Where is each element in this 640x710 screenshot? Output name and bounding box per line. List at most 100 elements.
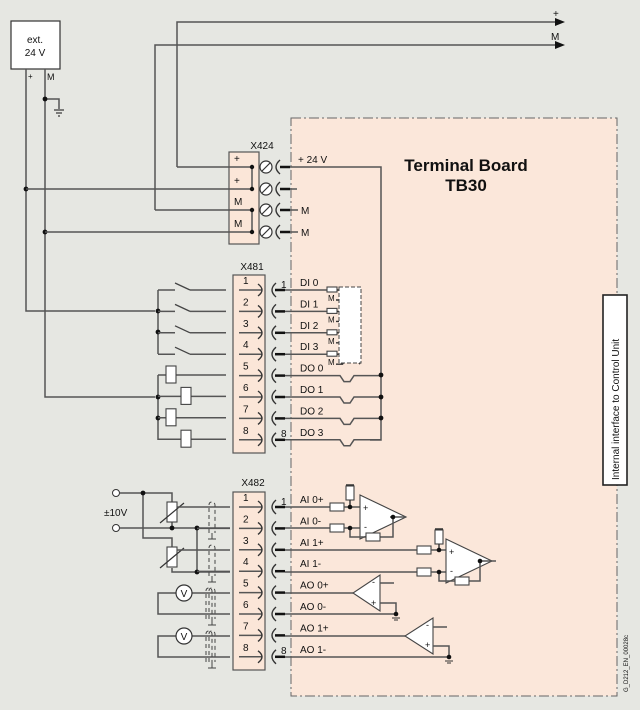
x481-signal-label: DO 0 [300, 364, 324, 375]
x482-last-pin: 8 [281, 646, 287, 657]
do-relay-icon [158, 386, 226, 405]
opto-ref-label: M [328, 358, 335, 367]
x482-pin-label: 2 [243, 514, 249, 525]
x481-pin-label: 7 [243, 404, 249, 415]
board-subtitle: TB30 [445, 176, 487, 195]
ai-voltage-label: ±10V [104, 508, 128, 519]
potentiometer-1 [166, 501, 178, 523]
voltmeter-icon [175, 627, 193, 645]
x481-terminal-4: 4 DI 3 [239, 340, 319, 362]
x481-last-pin: 8 [281, 429, 287, 440]
arrow-minus-icon [555, 41, 565, 49]
di-switch-icon [158, 303, 226, 313]
supply-label-ext: ext. [27, 35, 43, 46]
cable-shield-icon [208, 501, 216, 540]
x481-pin-label: 4 [243, 340, 249, 351]
x424-pin-label: + [234, 154, 240, 165]
x482-pin-label: 4 [243, 557, 249, 568]
x482-label: X482 [241, 478, 265, 489]
x481-signal-label: DO 1 [300, 385, 324, 396]
x424-signal-24v: + 24 V [298, 155, 328, 166]
x481-pin-label: 3 [243, 319, 249, 330]
x482-terminal-2: 2 AI 0- [239, 514, 321, 536]
x482-signal-label: AO 0+ [300, 581, 329, 592]
svg-text:+: + [425, 640, 430, 650]
opto-ref-label: M [328, 315, 335, 324]
x482-first-pin: 1 [281, 497, 287, 508]
di-switch-icon [158, 325, 226, 334]
x481-terminal-2: 2 DI 1 [239, 297, 319, 319]
svg-text:+: + [363, 503, 368, 513]
x482-signal-label: AI 0+ [300, 495, 324, 506]
x481-terminal-3: 3 DI 2 [239, 319, 319, 341]
x482-terminal-8: 8 AO 1- [239, 643, 326, 665]
do-output-wire [285, 439, 381, 447]
x481-signal-label: DI 3 [300, 342, 319, 353]
x481-signal-label: DI 1 [300, 299, 319, 310]
x481-terminal-8: 8 DO 3 [239, 426, 324, 448]
opto-ref-label: M [328, 294, 335, 303]
x482-pin-label: 5 [243, 579, 249, 590]
optocoupler-block [338, 286, 362, 364]
svg-text:-: - [372, 577, 375, 587]
x424-signal-label: M [301, 206, 309, 217]
document-id: G_D212_EN_00028c [624, 635, 630, 692]
x424-terminal-3: MM [220, 197, 309, 218]
x424-pin-label: + [234, 176, 240, 187]
x482-pin-label: 3 [243, 536, 249, 547]
x481-label: X481 [240, 262, 264, 273]
x482-pin-label: 7 [243, 621, 249, 632]
x482-pin-label: 8 [243, 643, 249, 654]
x482-pin-label: 6 [243, 600, 249, 611]
svg-text:V: V [181, 589, 188, 600]
bus-plus-wire [176, 21, 555, 167]
x424-pin-label: M [234, 197, 242, 208]
x481-pin-label: 5 [243, 362, 249, 373]
x482-terminal-4: 4 AI 1- [239, 557, 321, 579]
svg-text:+: + [371, 598, 376, 608]
svg-text:-: - [450, 566, 453, 576]
cable-shield-icon [208, 544, 216, 583]
voltmeter-1: V [157, 627, 230, 658]
x482-connector [232, 491, 266, 671]
svg-text:-: - [364, 522, 367, 532]
x481-first-pin: 1 [281, 280, 287, 291]
x482-signal-label: AI 1+ [300, 538, 324, 549]
x482-signal-label: AI 1- [300, 559, 321, 570]
ground-icon [54, 109, 64, 117]
do-relay-icon [158, 429, 226, 448]
plus-supply-wire [25, 69, 155, 312]
x424-pin-label: M [234, 219, 242, 230]
bus-plus-label: + [553, 9, 559, 20]
svg-text:-: - [426, 620, 429, 630]
x481-terminal-1: 1 DI 0 [239, 276, 319, 298]
do-output-wire [285, 396, 381, 404]
ao0-amplifier-icon: -+ [352, 573, 381, 613]
x424-terminal-1: + [220, 154, 290, 175]
x482-signal-label: AI 0- [300, 516, 321, 527]
x481-pin-label: 2 [243, 297, 249, 308]
do-relay-icon [158, 408, 226, 427]
potentiometer-2 [166, 546, 178, 568]
external-24v-supply [10, 20, 61, 70]
cable-shield-icon [205, 587, 216, 626]
x481-signal-label: DI 0 [300, 278, 319, 289]
ground-icon [392, 617, 400, 621]
x482-signal-label: AO 1- [300, 645, 326, 656]
x481-pin-label: 8 [243, 426, 249, 437]
x424-terminal-4: MM [220, 219, 309, 240]
opto-ref-label: M [328, 337, 335, 346]
ai-terminal-bottom [112, 524, 120, 532]
x481-signal-label: DI 2 [300, 321, 319, 332]
x482-signal-label: AO 0- [300, 602, 326, 613]
supply-minus-label: M [47, 72, 55, 82]
ai0-amplifier-icon: +- [359, 494, 408, 540]
interface-label: Internal interface to Control Unit [611, 339, 622, 480]
x481-pin-label: 1 [243, 276, 249, 287]
di-switch-icon [158, 282, 226, 291]
x481-signal-label: DO 3 [300, 428, 324, 439]
ao1-amplifier-icon: -+ [403, 616, 434, 656]
x482-terminal-5: 5 AO 0+ [239, 579, 329, 601]
